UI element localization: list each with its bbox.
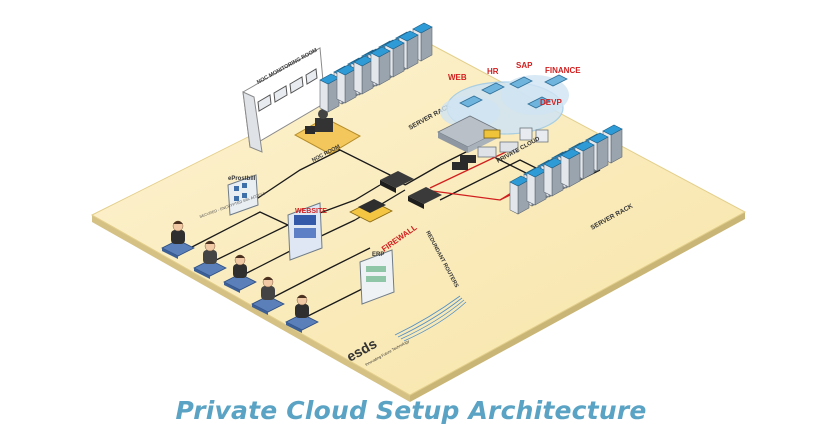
web-label: WEB	[448, 73, 467, 82]
user-avatar	[251, 276, 285, 315]
server-cabinet	[370, 46, 391, 86]
monitor-wall-screens	[257, 68, 318, 112]
server-cabinet	[509, 175, 530, 215]
server-cabinet	[336, 64, 357, 104]
devp-label: DEVP	[540, 98, 562, 107]
hr-label: HR	[487, 67, 499, 76]
sap-label: SAP	[516, 61, 533, 70]
noc-operator	[315, 118, 333, 132]
server-cabinet	[353, 55, 374, 95]
website-label: WEBSITE	[295, 208, 327, 215]
cloud-app-servers	[459, 74, 568, 109]
brand-swoosh	[394, 295, 467, 342]
finance-label: FINANCE	[545, 66, 581, 75]
server-cabinet	[319, 73, 340, 113]
user-avatar	[193, 240, 227, 279]
user-avatar	[161, 220, 195, 259]
server-cabinet	[526, 166, 547, 206]
cloud-hardware	[437, 115, 549, 170]
erp-label: ERP	[372, 252, 384, 258]
floor-platform	[90, 44, 747, 402]
server-cabinet	[543, 157, 564, 197]
server-rack-right: SERVER RACK	[509, 124, 635, 232]
user-avatar	[223, 254, 257, 293]
eprostbill-label: eProstbill	[228, 176, 256, 182]
private-cloud: PRIVATE CLOUD WEB HR SAP FINANCE DEVP	[437, 61, 581, 170]
erp-screen: ERP	[359, 249, 395, 305]
user-avatar	[285, 294, 319, 333]
users	[161, 220, 319, 333]
server-cabinet	[560, 148, 581, 188]
server-rack-top: SERVER RACK	[319, 22, 453, 132]
diagram-caption: Private Cloud Setup Architecture	[175, 396, 647, 425]
website-screen: WEBSITE	[287, 202, 327, 261]
